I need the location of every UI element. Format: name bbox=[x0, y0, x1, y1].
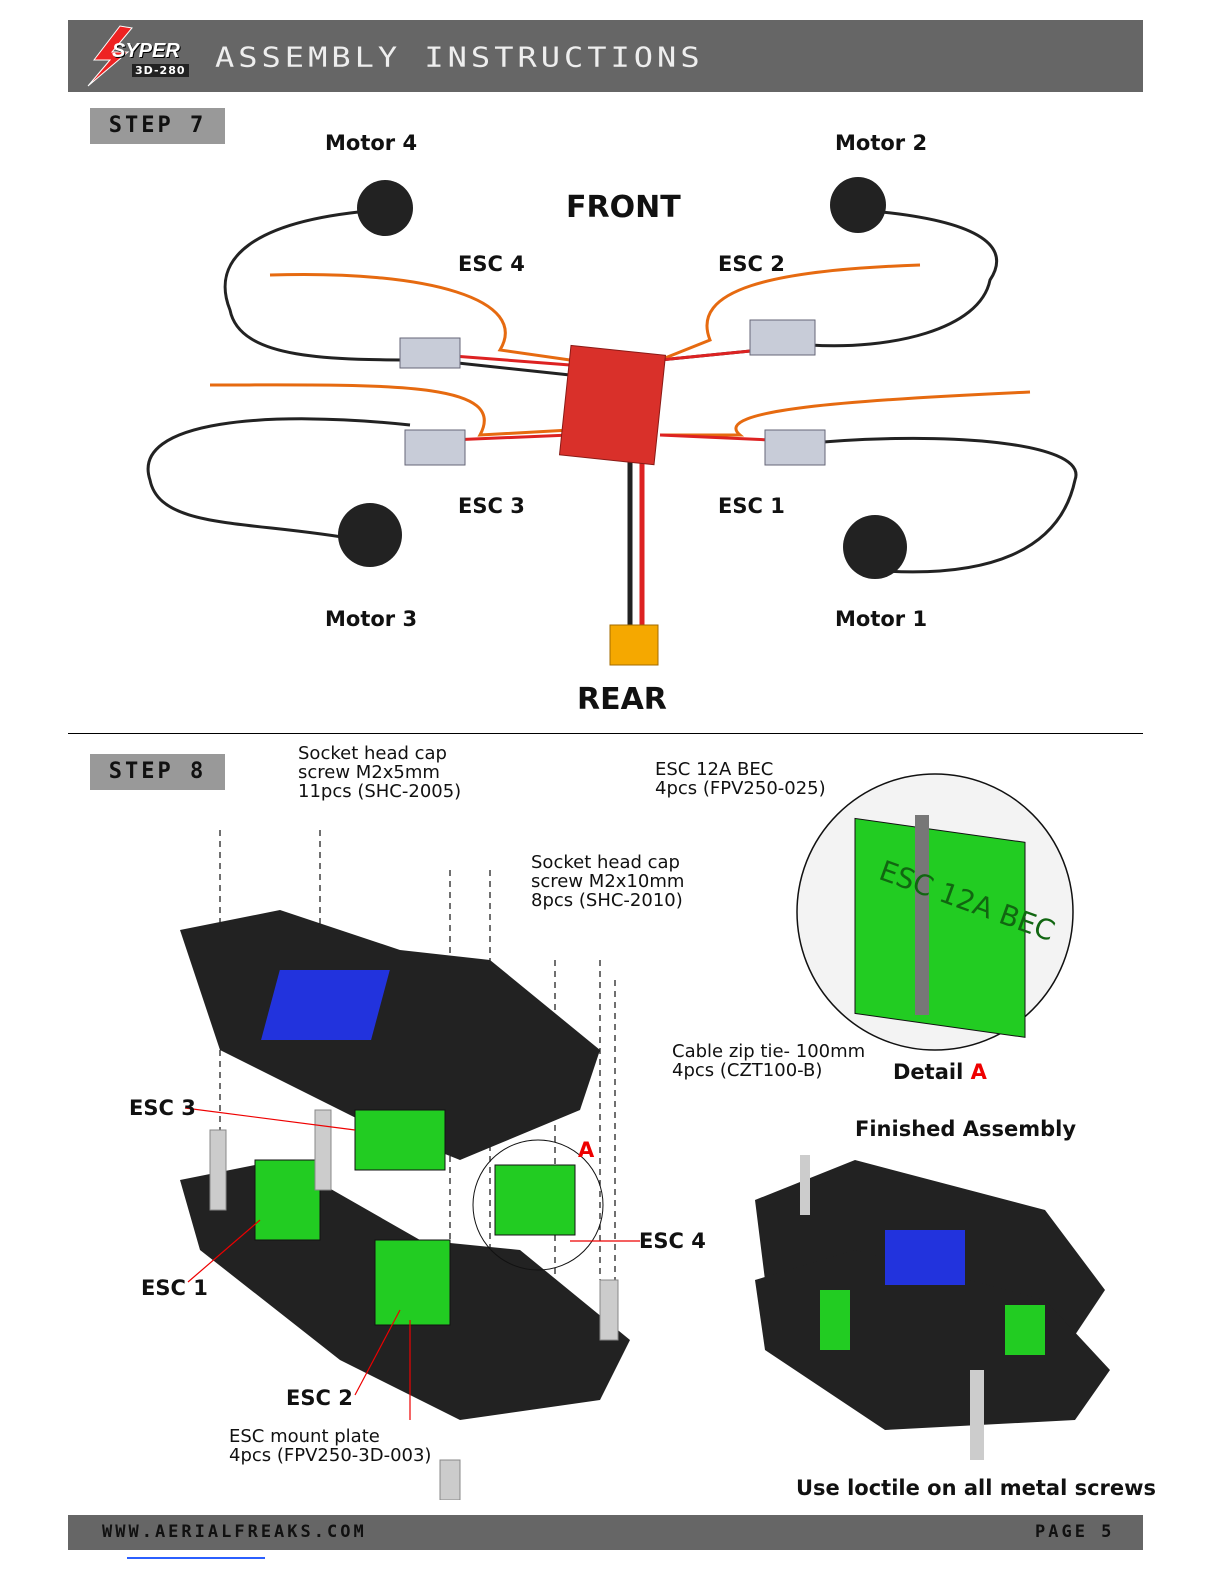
website-link[interactable]: WWW.AERIALFREAKS.COM bbox=[102, 1522, 367, 1542]
step-8-label: STEP 8 bbox=[90, 754, 225, 790]
mount-plate-callout: ESC mount plate 4pcs (FPV250-3D-003) bbox=[229, 1426, 432, 1466]
screw-m2x10-callout: Socket head cap screw M2x10mm 8pcs (SHC-… bbox=[531, 852, 685, 911]
detail-a-view: ESC 12A BEC bbox=[796, 773, 1074, 1051]
esc-3-callout: ESC 3 bbox=[129, 1096, 196, 1120]
zip-tie-callout: Cable zip tie- 100mm 4pcs (CZT100-B) bbox=[672, 1041, 866, 1081]
esc-bec-callout: ESC 12A BEC 4pcs (FPV250-025) bbox=[655, 759, 826, 799]
step-7-label: STEP 7 bbox=[90, 108, 225, 144]
detail-label: Detail bbox=[893, 1060, 964, 1084]
screw-m2x5-callout: Socket head cap screw M2x5mm 11pcs (SHC-… bbox=[298, 743, 462, 802]
exploded-frame-diagram bbox=[180, 830, 640, 1500]
esc-1-board bbox=[764, 429, 826, 466]
esc-3-board bbox=[404, 429, 466, 466]
loctite-note: Use loctile on all metal screws bbox=[796, 1476, 1157, 1500]
esc-1-callout: ESC 1 bbox=[141, 1276, 208, 1300]
detail-a-caption: Detail A bbox=[893, 1060, 987, 1084]
logo-bolt-icon bbox=[87, 25, 133, 87]
esc-2-callout: ESC 2 bbox=[286, 1386, 353, 1410]
esc-4-label: ESC 4 bbox=[458, 252, 525, 276]
logo-text: SYPER bbox=[112, 40, 180, 62]
rear-label: REAR bbox=[577, 682, 667, 717]
section-divider bbox=[68, 733, 1143, 734]
page-number: PAGE 5 bbox=[1035, 1522, 1115, 1542]
esc-2-board bbox=[749, 319, 816, 356]
motor-3-label: Motor 3 bbox=[325, 607, 418, 631]
motor-1-label: Motor 1 bbox=[835, 607, 928, 631]
motor-2-label: Motor 2 bbox=[835, 131, 928, 155]
power-distribution-board bbox=[558, 344, 667, 466]
logo-subtext: 3D-280 bbox=[132, 64, 189, 77]
esc-3-label: ESC 3 bbox=[458, 494, 525, 518]
esc-2-label: ESC 2 bbox=[718, 252, 785, 276]
detail-letter: A bbox=[970, 1060, 987, 1084]
motor-1-icon bbox=[843, 515, 907, 579]
esc-1-label: ESC 1 bbox=[718, 494, 785, 518]
link-underline bbox=[127, 1557, 265, 1559]
footer-bar bbox=[68, 1515, 1143, 1550]
motor-4-label: Motor 4 bbox=[325, 131, 418, 155]
finished-assembly-image bbox=[755, 1155, 1110, 1460]
xt60-connector-icon bbox=[609, 624, 659, 666]
page-title: ASSEMBLY INSTRUCTIONS bbox=[215, 40, 704, 74]
wiring-diagram bbox=[146, 177, 1078, 666]
detail-a-marker: A bbox=[578, 1138, 595, 1162]
header-bar bbox=[68, 20, 1143, 92]
esc-4-callout: ESC 4 bbox=[639, 1229, 706, 1253]
front-label: FRONT bbox=[566, 190, 681, 225]
motor-3-icon bbox=[338, 503, 402, 567]
motor-4-icon bbox=[357, 180, 413, 236]
motor-2-icon bbox=[830, 177, 886, 233]
finished-assembly-title: Finished Assembly bbox=[855, 1117, 1077, 1141]
esc-4-board bbox=[399, 337, 461, 369]
